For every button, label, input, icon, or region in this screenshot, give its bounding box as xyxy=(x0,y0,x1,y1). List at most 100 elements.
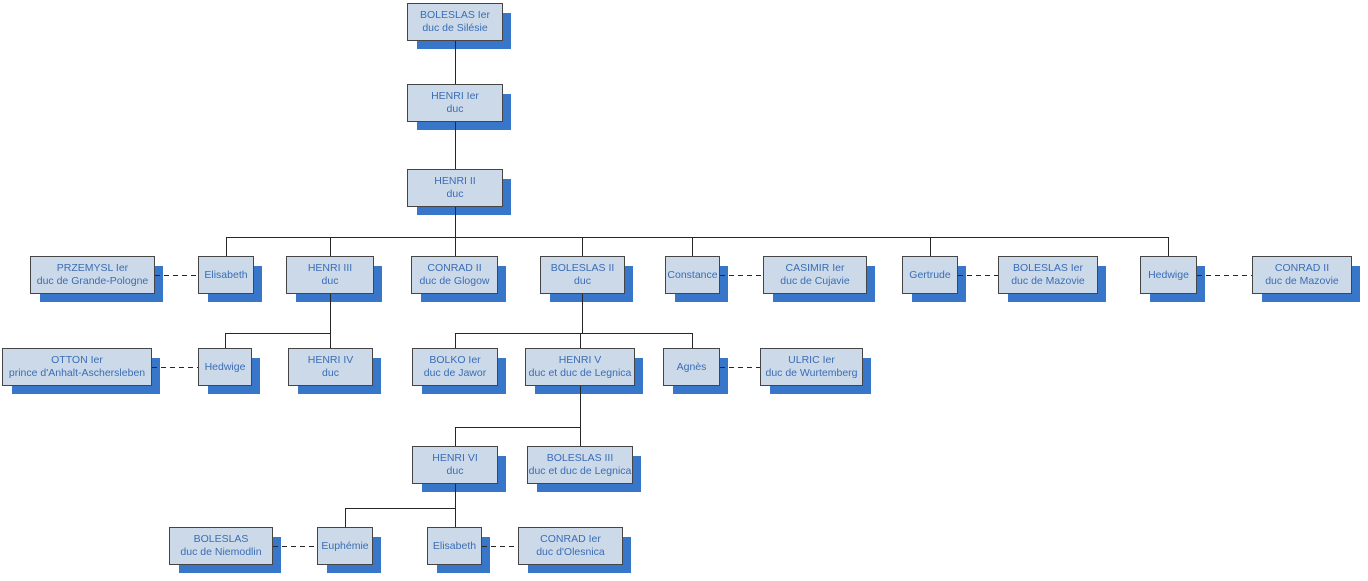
node-henri-5: HENRI V duc et duc de Legnica xyxy=(525,348,643,394)
person-name: CONRAD II xyxy=(427,262,482,274)
bus-henri2-children xyxy=(226,237,1168,238)
person-rank: duc xyxy=(321,275,339,287)
drop-hedwige2 xyxy=(225,333,226,348)
person-rank: duc et duc de Legnica xyxy=(528,465,632,477)
bus-henri3-children xyxy=(225,333,330,334)
person-name: Hedwige xyxy=(204,360,246,373)
person-name: CASIMIR Ier xyxy=(785,262,845,274)
node-gertrude: Gertrude xyxy=(902,256,966,302)
person-rank: duc xyxy=(322,367,339,379)
person-name: Constance xyxy=(667,268,718,281)
person-name: OTTON Ier xyxy=(51,354,103,366)
drop-constance xyxy=(692,237,693,256)
marriage-hedwige1-conrad2mazovie xyxy=(1197,275,1252,276)
node-constance: Constance xyxy=(665,256,728,302)
person-name: BOLESLAS Ier xyxy=(419,9,491,21)
drop-euphemie xyxy=(345,508,346,527)
person-name: BOLESLAS II xyxy=(550,262,615,274)
node-bolko-1er: BOLKO Ier duc de Jawor xyxy=(412,348,506,394)
node-hedwige-2: Hedwige xyxy=(198,348,260,394)
person-name: Elisabeth xyxy=(204,268,248,281)
person-name: CONRAD II xyxy=(1274,262,1330,274)
person-rank: duc de Silésie xyxy=(422,22,488,34)
person-name: HENRI IV xyxy=(307,354,354,366)
person-name: HENRI V xyxy=(558,354,602,366)
node-agnes: Agnès xyxy=(663,348,728,394)
person-rank: duc et duc de Legnica xyxy=(528,367,632,379)
drop-gertrude xyxy=(930,237,931,256)
bus-boleslas2-children xyxy=(455,333,692,334)
node-boleslas-3: BOLESLAS III duc et duc de Legnica xyxy=(527,446,641,492)
person-name: CONRAD Ier xyxy=(540,533,601,545)
person-rank: duc de Glogow xyxy=(419,275,490,287)
marriage-elisabeth2-conrad1olesnica xyxy=(482,546,518,547)
marriage-agnes-ulric xyxy=(720,367,760,368)
marriage-constance-casimir xyxy=(720,275,763,276)
person-rank: duc de Mazovie xyxy=(1265,275,1339,287)
person-rank: duc de Grande-Pologne xyxy=(36,275,149,287)
connector-henri3-trunk xyxy=(330,294,331,348)
person-name: HENRI VI xyxy=(432,452,478,464)
drop-agnes xyxy=(692,333,693,348)
person-name: PRZEMYSL Ier xyxy=(56,262,129,274)
connector-henri5-trunk xyxy=(580,386,581,446)
person-name: Euphémie xyxy=(321,539,369,552)
node-otton-1er: OTTON Ier prince d'Anhalt-Aschersleben xyxy=(2,348,160,394)
connector-henri1-henri2 xyxy=(455,122,456,169)
node-henri-4: HENRI IV duc xyxy=(288,348,381,394)
drop-henri3 xyxy=(330,237,331,256)
bus-henri5-children xyxy=(455,427,580,428)
node-henri-2: HENRI II duc xyxy=(407,169,511,215)
person-rank: duc d'Olesnica xyxy=(536,546,605,558)
marriage-przemysl-elisabeth1 xyxy=(155,275,198,276)
person-name: Elisabeth xyxy=(432,539,477,552)
node-euphemie: Euphémie xyxy=(317,527,381,573)
drop-elisabeth1 xyxy=(226,237,227,256)
node-henri-1er: HENRI Ier duc xyxy=(407,84,511,130)
connector-henri6-trunk xyxy=(455,484,456,527)
person-rank: duc de Jawor xyxy=(423,367,487,379)
node-boleslas-1er-mazovie: BOLESLAS Ier duc de Mazovie xyxy=(998,256,1106,302)
node-henri-6: HENRI VI duc xyxy=(412,446,506,492)
person-rank: prince d'Anhalt-Aschersleben xyxy=(8,367,146,379)
node-conrad-2-glogow: CONRAD II duc de Glogow xyxy=(411,256,506,302)
node-elisabeth-1: Elisabeth xyxy=(198,256,262,302)
connector-boleslas1-henri1 xyxy=(455,41,456,84)
node-boleslas-1er: BOLESLAS Ier duc de Silésie xyxy=(407,3,511,49)
person-name: BOLESLAS Ier xyxy=(1012,262,1084,274)
person-rank: duc xyxy=(446,188,464,200)
person-name: Gertrude xyxy=(909,268,951,281)
person-name: Agnès xyxy=(676,360,707,373)
node-elisabeth-2: Elisabeth xyxy=(427,527,490,573)
bus-henri6-children xyxy=(345,508,455,509)
node-boleslas-niemodlin: BOLESLAS duc de Niemodlin xyxy=(169,527,281,573)
drop-henri5 xyxy=(580,333,581,348)
person-rank: duc xyxy=(446,103,464,115)
person-rank: duc de Mazovie xyxy=(1011,275,1085,287)
person-name: Hedwige xyxy=(1148,268,1189,281)
node-przemysl-1er: PRZEMYSL Ier duc de Grande-Pologne xyxy=(30,256,163,302)
node-casimir-1er: CASIMIR Ier duc de Cujavie xyxy=(763,256,875,302)
drop-henri6 xyxy=(455,427,456,446)
person-name: HENRI III xyxy=(307,262,353,274)
drop-bolko xyxy=(455,333,456,348)
node-boleslas-2: BOLESLAS II duc xyxy=(540,256,633,302)
node-ulric-1er: ULRIC Ier duc de Wurtemberg xyxy=(760,348,871,394)
connector-boleslas2-trunk xyxy=(582,294,583,333)
marriage-otton-hedwige2 xyxy=(152,367,198,368)
person-rank: duc xyxy=(574,275,591,287)
person-rank: duc de Cujavie xyxy=(780,275,850,287)
marriage-boleslasniemodlin-euphemie xyxy=(273,546,317,547)
node-hedwige-1: Hedwige xyxy=(1140,256,1205,302)
person-name: BOLKO Ier xyxy=(429,354,481,366)
connector-henri2-trunk xyxy=(455,207,456,256)
node-henri-3: HENRI III duc xyxy=(286,256,382,302)
person-rank: duc de Niemodlin xyxy=(180,546,262,558)
person-name: ULRIC Ier xyxy=(788,354,835,366)
person-name: BOLESLAS xyxy=(193,533,249,545)
drop-hedwige1 xyxy=(1168,237,1169,256)
person-rank: duc de Wurtemberg xyxy=(765,367,858,379)
person-rank: duc xyxy=(446,465,464,477)
node-conrad-1er-olesnica: CONRAD Ier duc d'Olesnica xyxy=(518,527,631,573)
